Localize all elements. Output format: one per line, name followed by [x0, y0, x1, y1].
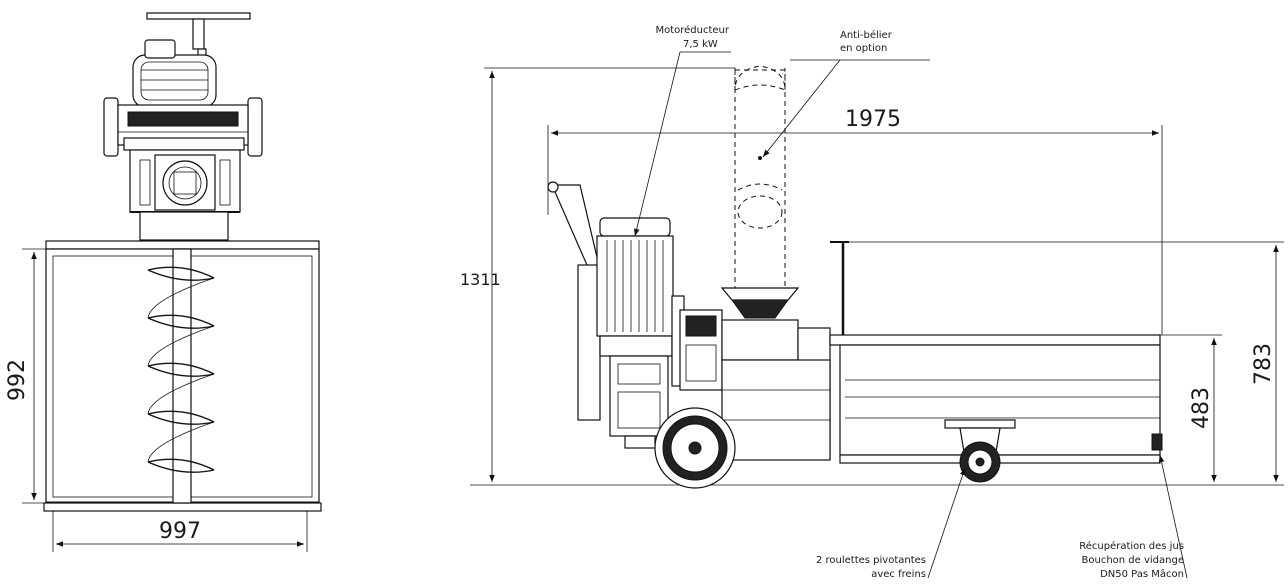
- side-view: 1311 1975 483 783: [460, 51, 1284, 579]
- anti-belier-line-2: en option: [840, 43, 887, 54]
- front-right-wheel: [247, 97, 263, 157]
- callout-motor: Motoréducteur 7,5 kW: [655, 24, 729, 50]
- callout-drain: Récupération des jus Bouchon de vidange …: [1079, 540, 1184, 580]
- dim-front-height: 992: [5, 248, 46, 504]
- drain-line-3: DN50 Pas Mâcon: [1100, 568, 1184, 580]
- front-top-bar: [146, 12, 251, 20]
- side-caster: [944, 419, 1016, 483]
- anti-belier-cone: [720, 287, 800, 301]
- casters-line-1: 2 roulettes pivotantes: [816, 555, 926, 566]
- casters-line-2: avec freins: [871, 569, 926, 580]
- dim-total-height: 1311: [460, 71, 501, 482]
- callout-casters: 2 roulettes pivotantes avec freins: [816, 555, 926, 580]
- dim-hopper-height: 483: [1160, 334, 1222, 482]
- drain-line-2: Bouchon de vidange: [1082, 555, 1184, 566]
- motor-line-1: Motoréducteur: [655, 24, 729, 36]
- dim-frame-height: 783: [849, 241, 1284, 486]
- dim-1975-label: 1975: [845, 107, 901, 132]
- dim-992-label: 992: [5, 359, 30, 401]
- dim-length: 1975: [547, 107, 1163, 335]
- side-main-wheel: [654, 407, 736, 489]
- front-view: 992 997: [5, 12, 322, 552]
- anti-belier-line-1: Anti-bélier: [840, 29, 893, 41]
- front-valve: [129, 149, 241, 213]
- dim-1311-label: 1311: [460, 270, 501, 289]
- motor-line-2: 7,5 kW: [683, 39, 718, 50]
- front-left-wheel: [103, 97, 119, 157]
- side-motor: [596, 217, 674, 449]
- dim-front-width: 997: [52, 511, 308, 552]
- drain-leader: [1158, 454, 1188, 579]
- drain-line-1: Récupération des jus: [1079, 540, 1184, 552]
- caster-leader: [927, 467, 966, 579]
- front-neck: [139, 211, 229, 241]
- side-handle: [547, 181, 601, 421]
- dim-783-label: 783: [1251, 343, 1276, 385]
- anti-belier-tube: [734, 65, 786, 289]
- front-auger: [147, 248, 215, 504]
- side-valve-body: [721, 319, 831, 461]
- dim-483-label: 483: [1189, 387, 1214, 429]
- dim-997-label: 997: [159, 519, 201, 544]
- callout-anti-belier: Anti-bélier en option: [840, 29, 893, 54]
